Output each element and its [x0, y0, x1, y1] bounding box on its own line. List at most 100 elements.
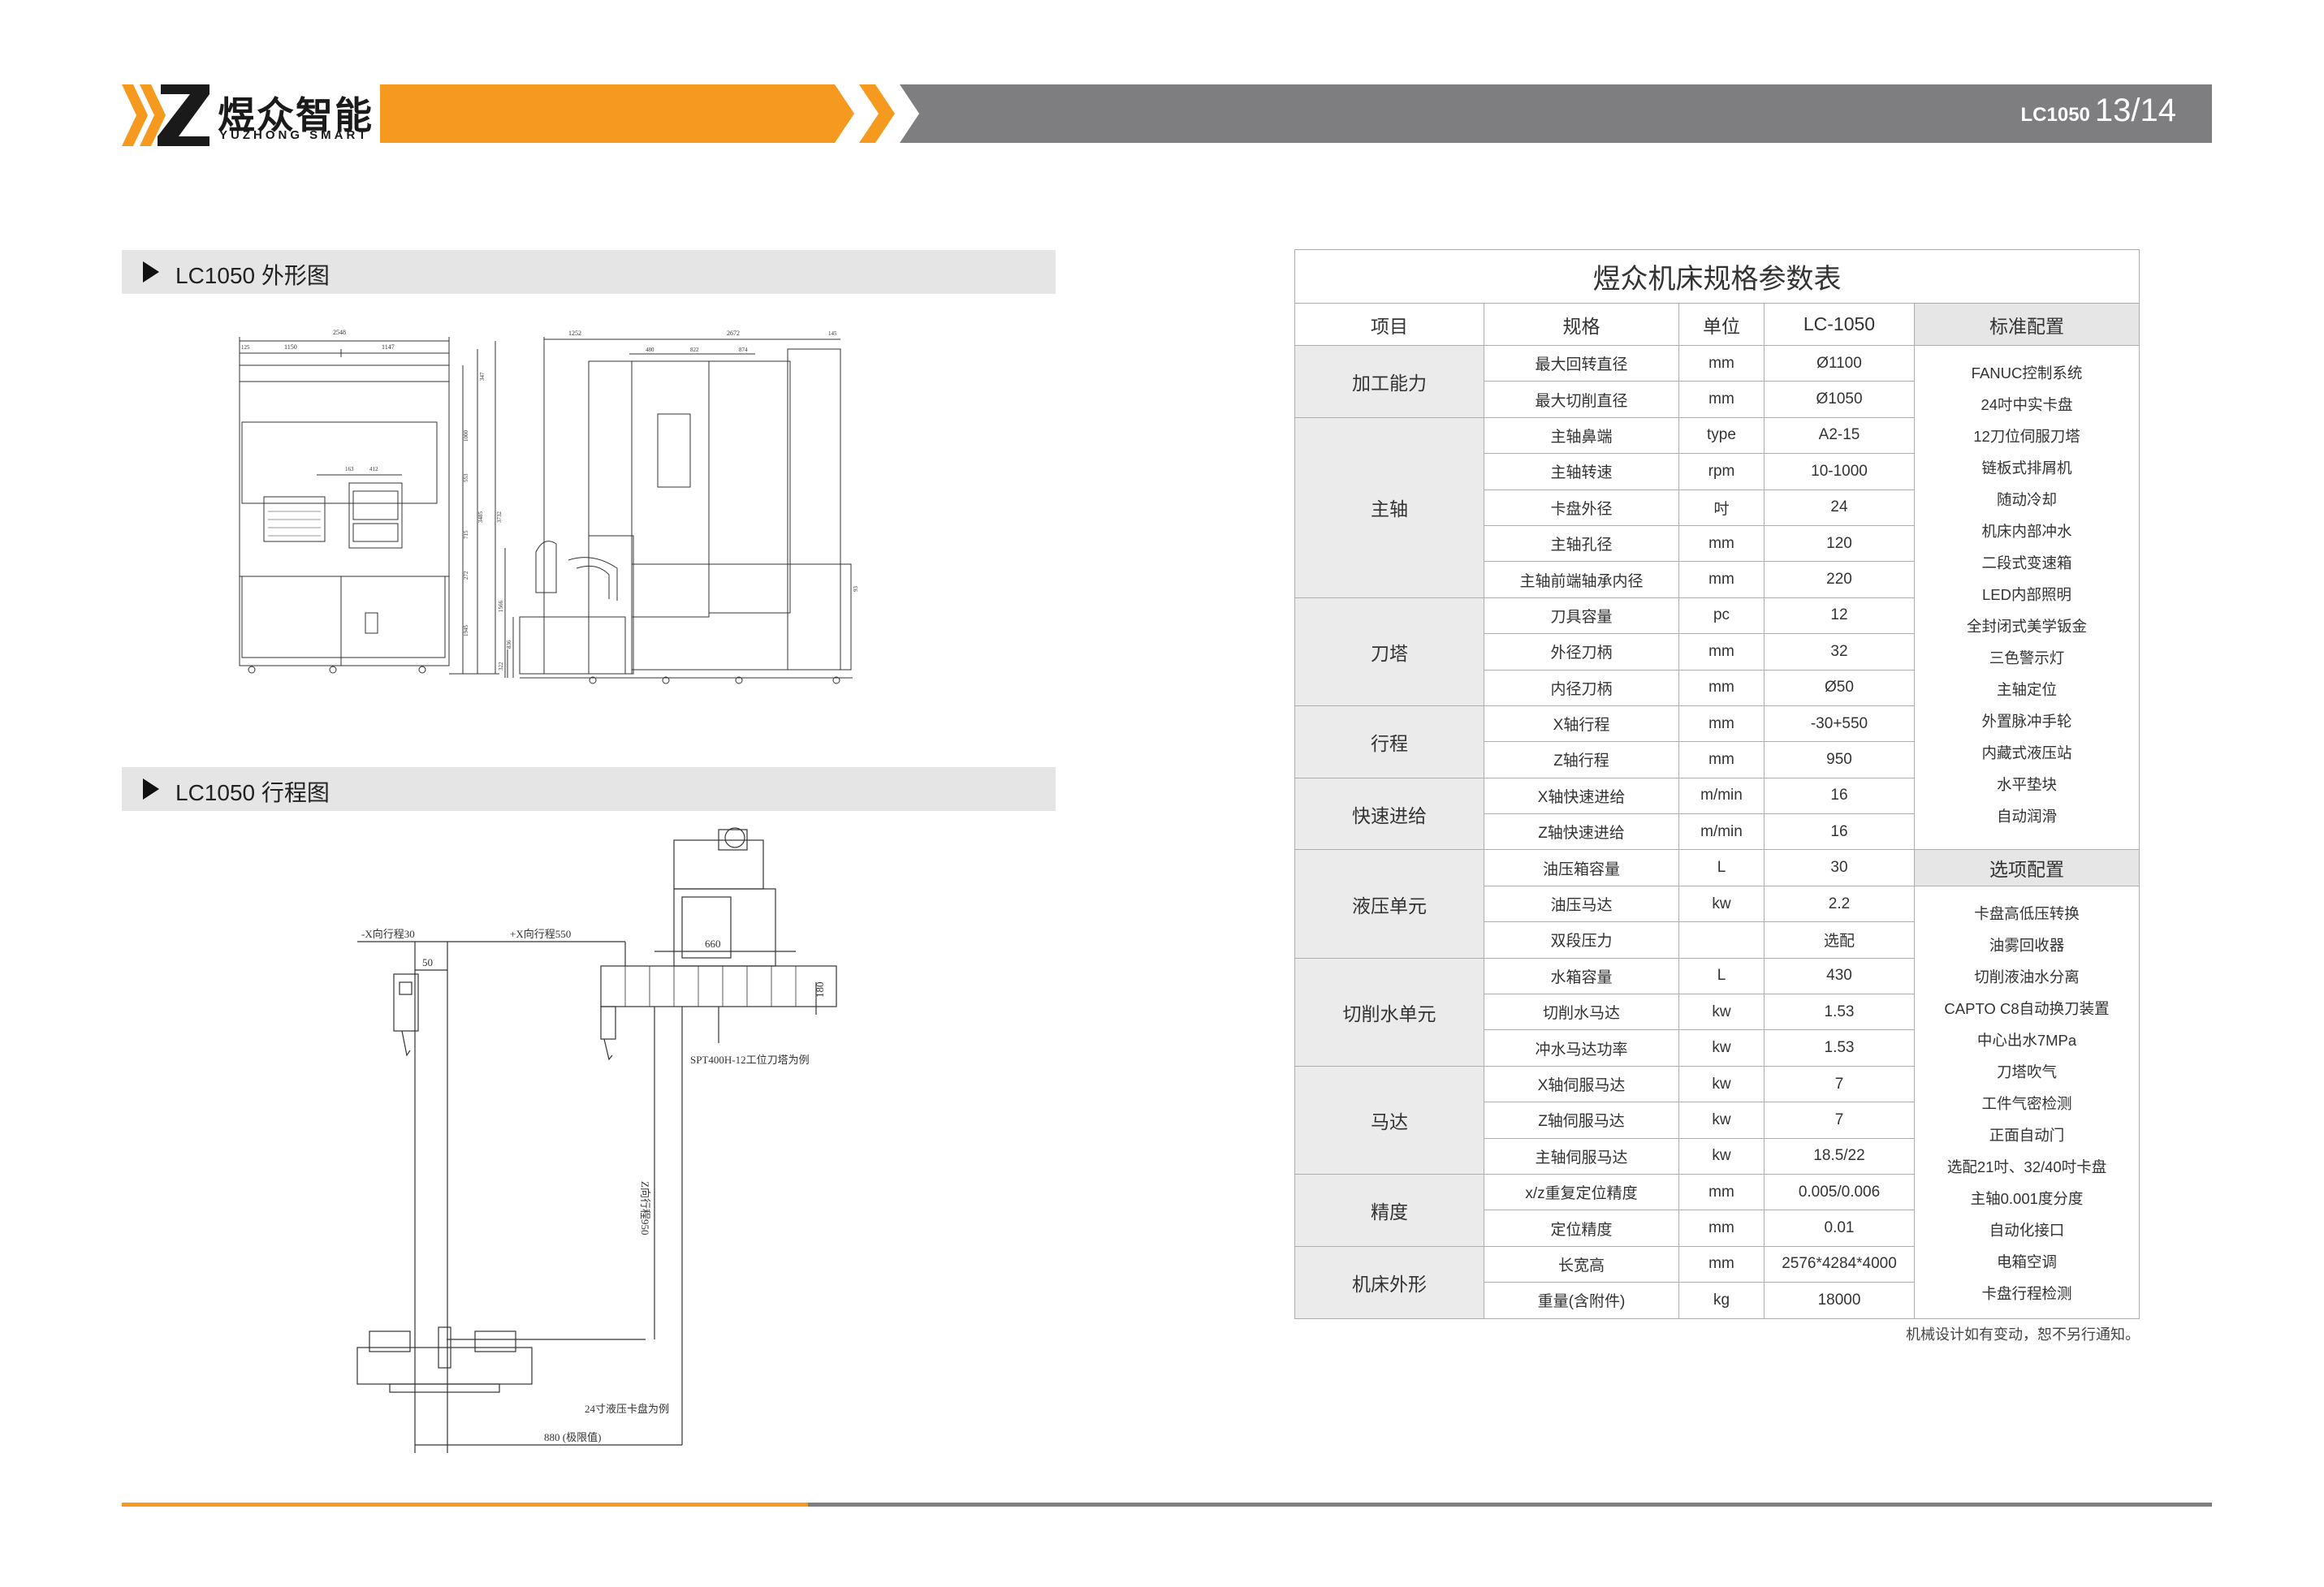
options-config-item: 选配21吋、32/40吋卡盘 — [1946, 1158, 2107, 1175]
standard-config-item: 二段式变速箱 — [1981, 554, 2072, 571]
standard-config-item: FANUC控制系统 — [1971, 364, 2083, 382]
dim-1147: 1147 — [382, 343, 395, 351]
front-view: 2548 1150 1147 125 163 412 347 1000 553 … — [239, 329, 503, 675]
group-name-cell: 加工能力 — [1294, 345, 1484, 418]
spec-value-cell: 30 — [1764, 849, 1915, 886]
spec-unit-cell: L — [1678, 849, 1765, 886]
dim-1150: 1150 — [284, 343, 297, 351]
group-name-cell: 机床外形 — [1294, 1245, 1484, 1319]
standard-config-item: 随动冷却 — [1997, 491, 2058, 508]
spec-value-cell: 220 — [1764, 561, 1915, 598]
dim-1252: 1252 — [568, 330, 581, 337]
model-label: LC1050 — [2020, 104, 2090, 126]
spec-unit-cell: mm — [1678, 705, 1765, 743]
outline-section-title: LC1050 外形图 — [175, 263, 330, 288]
play-arrow-icon — [143, 261, 159, 282]
spec-unit-cell: kg — [1678, 1282, 1765, 1319]
standard-config-item: 链板式排屑机 — [1981, 459, 2072, 477]
table-footnote: 机械设计如有变动，恕不另行通知。 — [1906, 1326, 2140, 1343]
dim-880-label: 880 (极限值) — [544, 1431, 601, 1443]
spec-spec-cell: 刀具容量 — [1484, 597, 1679, 635]
spec-unit-cell: mm — [1678, 344, 1765, 382]
outline-drawing: 2548 1150 1147 125 163 412 347 1000 553 … — [239, 329, 859, 684]
options-config-item: 切削液油水分离 — [1974, 968, 2080, 985]
spec-value-cell: 2576*4284*4000 — [1764, 1245, 1915, 1283]
spec-spec-cell: 双段压力 — [1484, 921, 1679, 959]
group-name-cell: 切削水单元 — [1294, 957, 1484, 1067]
dim-3732: 3732 — [496, 511, 503, 524]
standard-config-item: 机床内部冲水 — [1981, 523, 2072, 540]
travel-section-header: LC1050 行程图 — [122, 767, 1056, 811]
chuck-label: 24寸液压卡盘为例 — [585, 1403, 669, 1415]
spec-value-cell: 7 — [1764, 1065, 1915, 1103]
x-plus-travel-label: +X向行程550 — [510, 928, 571, 940]
dim-1566: 1566 — [498, 601, 504, 613]
spec-unit-cell: mm — [1678, 633, 1765, 671]
z-travel-label: Z向行程950 — [639, 1181, 651, 1235]
options-config-item: 主轴0.001度分度 — [1970, 1189, 2084, 1207]
spec-unit-cell: mm — [1678, 1245, 1765, 1283]
travel-section-title: LC1050 行程图 — [175, 780, 330, 805]
spec-unit-cell: mm — [1678, 669, 1765, 706]
header-model: LC-1050 — [1764, 303, 1915, 346]
dim-1000: 1000 — [463, 430, 469, 442]
standard-config-item: 水平垫块 — [1997, 776, 2058, 793]
dim-553: 553 — [463, 473, 469, 482]
spec-value-cell: 选配 — [1764, 921, 1915, 959]
standard-config-item: 三色警示灯 — [1989, 649, 2065, 666]
dim-822: 822 — [690, 347, 699, 353]
outline-section-header: LC1050 外形图 — [122, 250, 1056, 294]
standard-config-item: 内藏式液压站 — [1981, 744, 2072, 761]
spec-spec-cell: 主轴转速 — [1484, 453, 1679, 490]
group-name-cell: 马达 — [1294, 1065, 1484, 1175]
spec-value-cell: 2.2 — [1764, 885, 1915, 923]
spec-spec-cell: Z轴伺服马达 — [1484, 1102, 1679, 1139]
page-number: 13/14 — [2094, 93, 2176, 128]
dim-2548: 2548 — [333, 329, 346, 336]
spec-spec-cell: 卡盘外径 — [1484, 489, 1679, 526]
spec-unit-cell: kw — [1678, 994, 1765, 1031]
spec-unit-cell: mm — [1678, 1210, 1765, 1247]
spec-value-cell: 16 — [1764, 777, 1915, 815]
spec-unit-cell: mm — [1678, 561, 1765, 598]
dim-2672: 2672 — [727, 330, 740, 337]
spec-spec-cell: 冲水马达功率 — [1484, 1029, 1679, 1067]
dim-836: 836 — [506, 640, 512, 649]
spec-value-cell: 1.53 — [1764, 1029, 1915, 1067]
brand-logo: 煜众智能 YUZHONG SMART — [122, 81, 372, 146]
dim-180-label: 180 — [814, 982, 826, 998]
standard-config-item: 自动润滑 — [1997, 808, 2058, 825]
dim-3485: 3485 — [477, 511, 484, 524]
header-spec: 规格 — [1484, 303, 1679, 346]
spec-unit-cell: kw — [1678, 1065, 1765, 1103]
options-config-item: CAPTO C8自动换刀装置 — [1944, 999, 2110, 1017]
standard-config-item: LED内部照明 — [1982, 586, 2072, 603]
dim-322: 322 — [498, 662, 504, 671]
spec-value-cell: 120 — [1764, 524, 1915, 563]
group-name-cell: 行程 — [1294, 705, 1484, 778]
group-name-cell: 快速进给 — [1294, 777, 1484, 851]
spec-spec-cell: 主轴鼻端 — [1484, 416, 1679, 455]
spec-unit-cell: type — [1678, 416, 1765, 455]
spec-unit-cell — [1678, 921, 1765, 959]
dim-93: 93 — [853, 586, 859, 593]
table-row: 双段压力 选配 — [1295, 921, 2140, 959]
spec-unit-cell: m/min — [1678, 813, 1765, 851]
standard-config-item: 外置脉冲手轮 — [1981, 713, 2072, 730]
